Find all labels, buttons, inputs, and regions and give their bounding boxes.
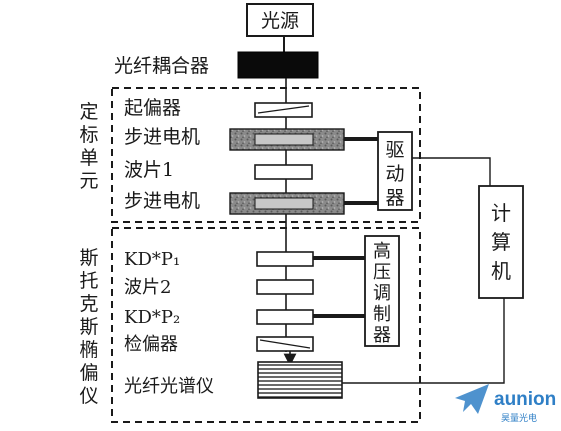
calibration-unit-box [111,87,421,223]
computer-label-char: 算 [491,230,511,254]
waveplate-2-label: 波片2 [124,277,171,298]
polarizer-diagonal [257,105,310,114]
waveplate-2-element [256,279,314,295]
polarizer-label: 起偏器 [124,97,181,119]
light-source-label: 光源 [261,10,299,32]
waveplate-1-element [254,164,313,180]
computer-label-char: 计 [491,201,511,225]
stokes-title-char: 托 [79,270,98,292]
paper-plane-icon [455,384,489,414]
stepper-motor-1-inner [254,133,314,146]
stokes-title-char: 偏 [79,362,98,384]
computer-box [478,185,524,299]
stepper-motor-1-label: 步进电机 [124,126,200,148]
analyzer-label: 检偏器 [124,334,178,355]
computer-label: 计 算 机 [491,201,511,283]
stokes-title-char: 仪 [79,385,98,407]
brand-subtitle: 昊量光电 [501,412,537,424]
stokes-title-char: 斯 [79,316,98,338]
brand-name: aunion [494,389,556,410]
stokes-title-char: 椭 [79,339,98,361]
waveplate-1-label: 波片1 [124,159,174,181]
stepper-motor-2-label: 步进电机 [124,190,200,212]
hv-modulator-char: 高 [373,241,391,262]
fiber-spectrometer-block [257,361,343,399]
driver-label-char: 器 [385,187,404,209]
calibration-title-char: 标 [79,124,98,146]
hv-modulator-char: 器 [373,325,391,346]
fiber-spectrometer-label: 光纤光谱仪 [124,376,214,397]
kdp-2-element [256,309,314,325]
brand-watermark: aunion 昊量光电 [455,384,556,424]
stokes-ellipsometer-title: 斯 托 克 斯 椭 偏 仪 [79,247,98,407]
fiber-coupler-label: 光纤耦合器 [114,55,209,77]
fiber-coupler-block [237,51,319,79]
hv-modulator-label: 高 压 调 制 器 [373,241,391,346]
calibration-title-char: 定 [79,101,98,123]
hv-modulator-char: 调 [373,283,391,304]
driver-label: 驱 动 器 [385,139,404,209]
hv-modulator-char: 制 [373,304,391,325]
stokes-title-char: 斯 [79,247,98,269]
hv-modulator-char: 压 [373,262,391,283]
stepper-motor-2-inner [254,197,314,210]
kdp-1-label: KD*P₁ [124,249,180,270]
calibration-title-char: 单 [79,147,98,169]
computer-to-spectrometer-wire [342,298,505,384]
hv-modulator-box [364,235,400,347]
calibration-title-char: 元 [79,170,98,192]
computer-label-char: 机 [491,259,511,283]
driver-box [377,131,413,211]
driver-label-char: 动 [385,163,404,185]
driver-to-computer-wire [412,157,491,186]
driver-label-char: 驱 [385,139,404,161]
stokes-ellipsometer-box [111,227,421,423]
stokes-title-char: 克 [79,293,98,315]
kdp-1-element [256,251,314,267]
calibration-unit-title: 定 标 单 元 [79,101,98,192]
light-source-box [246,3,314,37]
kdp-2-label: KD*P₂ [124,307,180,328]
analyzer-diagonal [259,339,311,349]
